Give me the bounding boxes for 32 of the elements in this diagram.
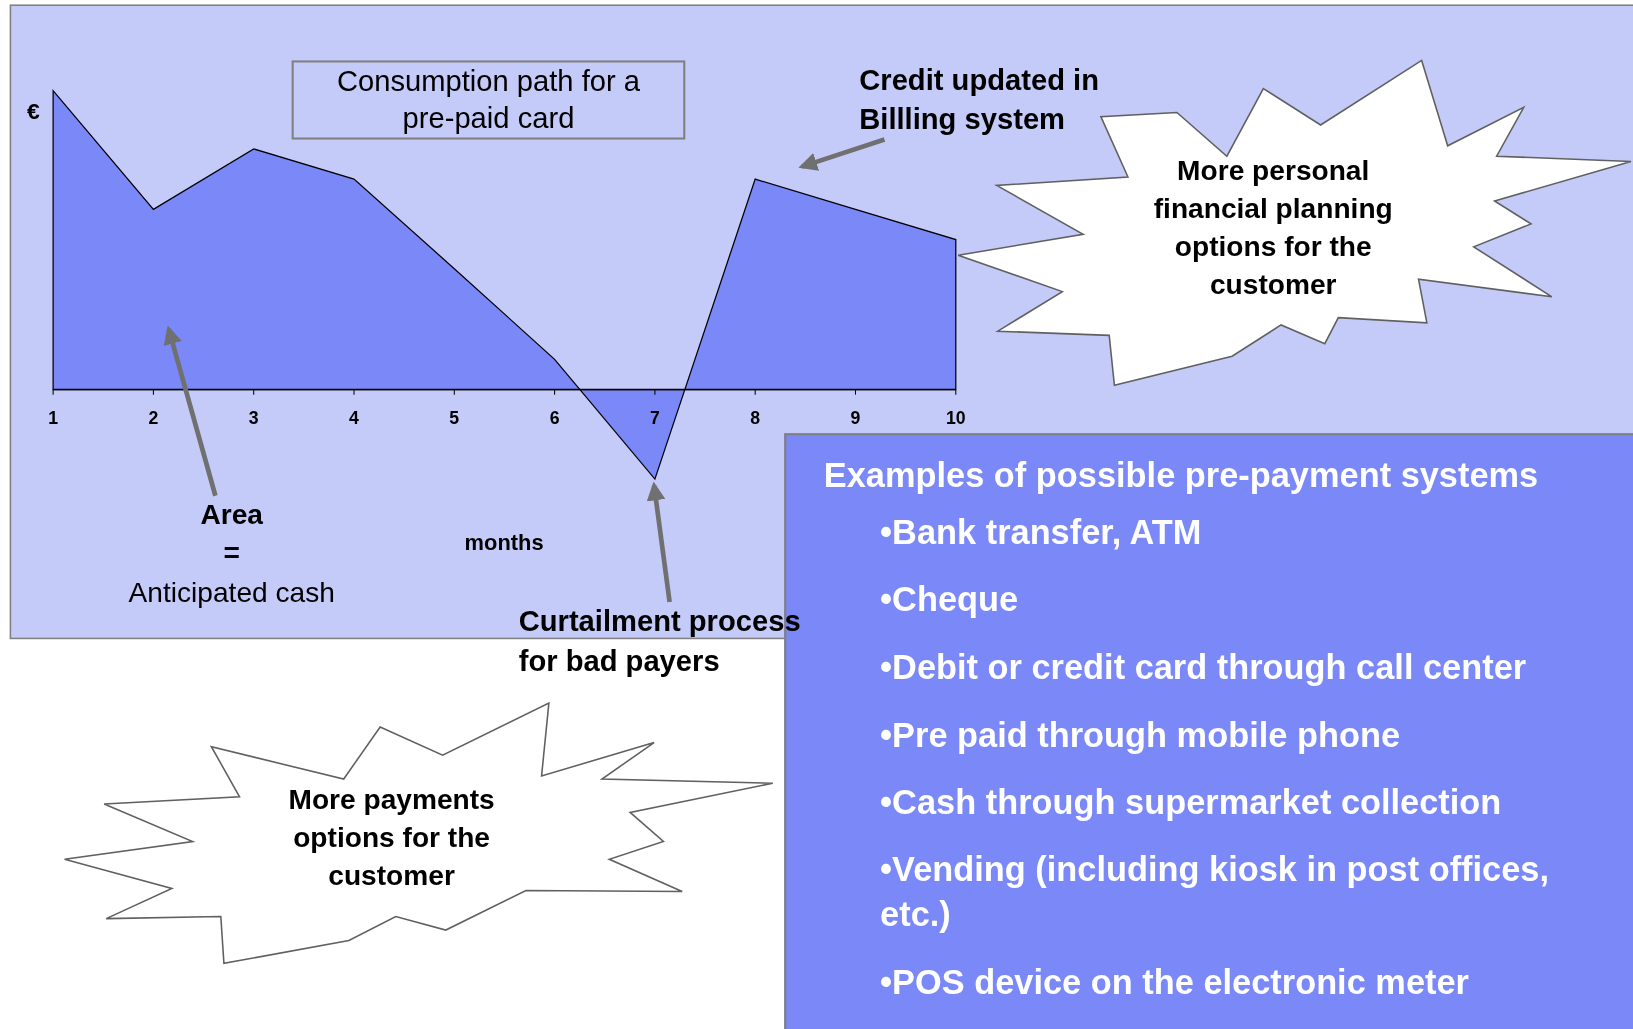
tick-label: 5	[449, 408, 460, 430]
tick-label: 4	[349, 408, 359, 430]
tick-label: 6	[549, 408, 560, 430]
list-item: •Cash through supermarket collection	[880, 781, 1503, 824]
panel-heading: Examples of possible pre-payment systems	[823, 456, 1540, 496]
list-item: •Pre paid through mobile phone	[880, 714, 1401, 756]
callout-text: =	[222, 536, 241, 571]
callout-text: Area	[199, 497, 264, 533]
arrow	[646, 481, 672, 603]
title-box	[291, 60, 686, 140]
tick-label: 9	[850, 408, 861, 430]
currency-label: €	[26, 97, 40, 125]
callout-text: Credit updated in Billling system	[859, 62, 1101, 138]
callout-text: Anticipated cash	[127, 575, 336, 610]
list-item: •Cheque	[880, 579, 1020, 621]
callout-text: Curtailment process for bad payers	[518, 604, 802, 679]
tick-label: 10	[945, 408, 966, 430]
arrow	[798, 137, 886, 171]
starburst-text: More personal financial planning options for the customer	[1152, 154, 1394, 303]
list-item: •POS device on the electronic meter	[880, 961, 1470, 1004]
tick-label: 1	[48, 408, 59, 430]
list-item: •Vending (including kiosk in post offices, etc.)	[880, 849, 1550, 936]
tick-label: 7	[649, 408, 660, 430]
arrow	[163, 325, 218, 497]
tick-label: 2	[148, 408, 159, 430]
list-item: •Bank transfer, ATM	[880, 511, 1203, 553]
list-item: •Debit or credit card through call center	[880, 646, 1528, 689]
starburst-text: More payments options for the customer	[287, 783, 496, 894]
tick-label: 8	[750, 408, 761, 430]
chart-title: Consumption path for a pre-paid card	[335, 63, 642, 137]
tick-label: 3	[248, 408, 259, 430]
axis-label: months	[464, 530, 544, 556]
